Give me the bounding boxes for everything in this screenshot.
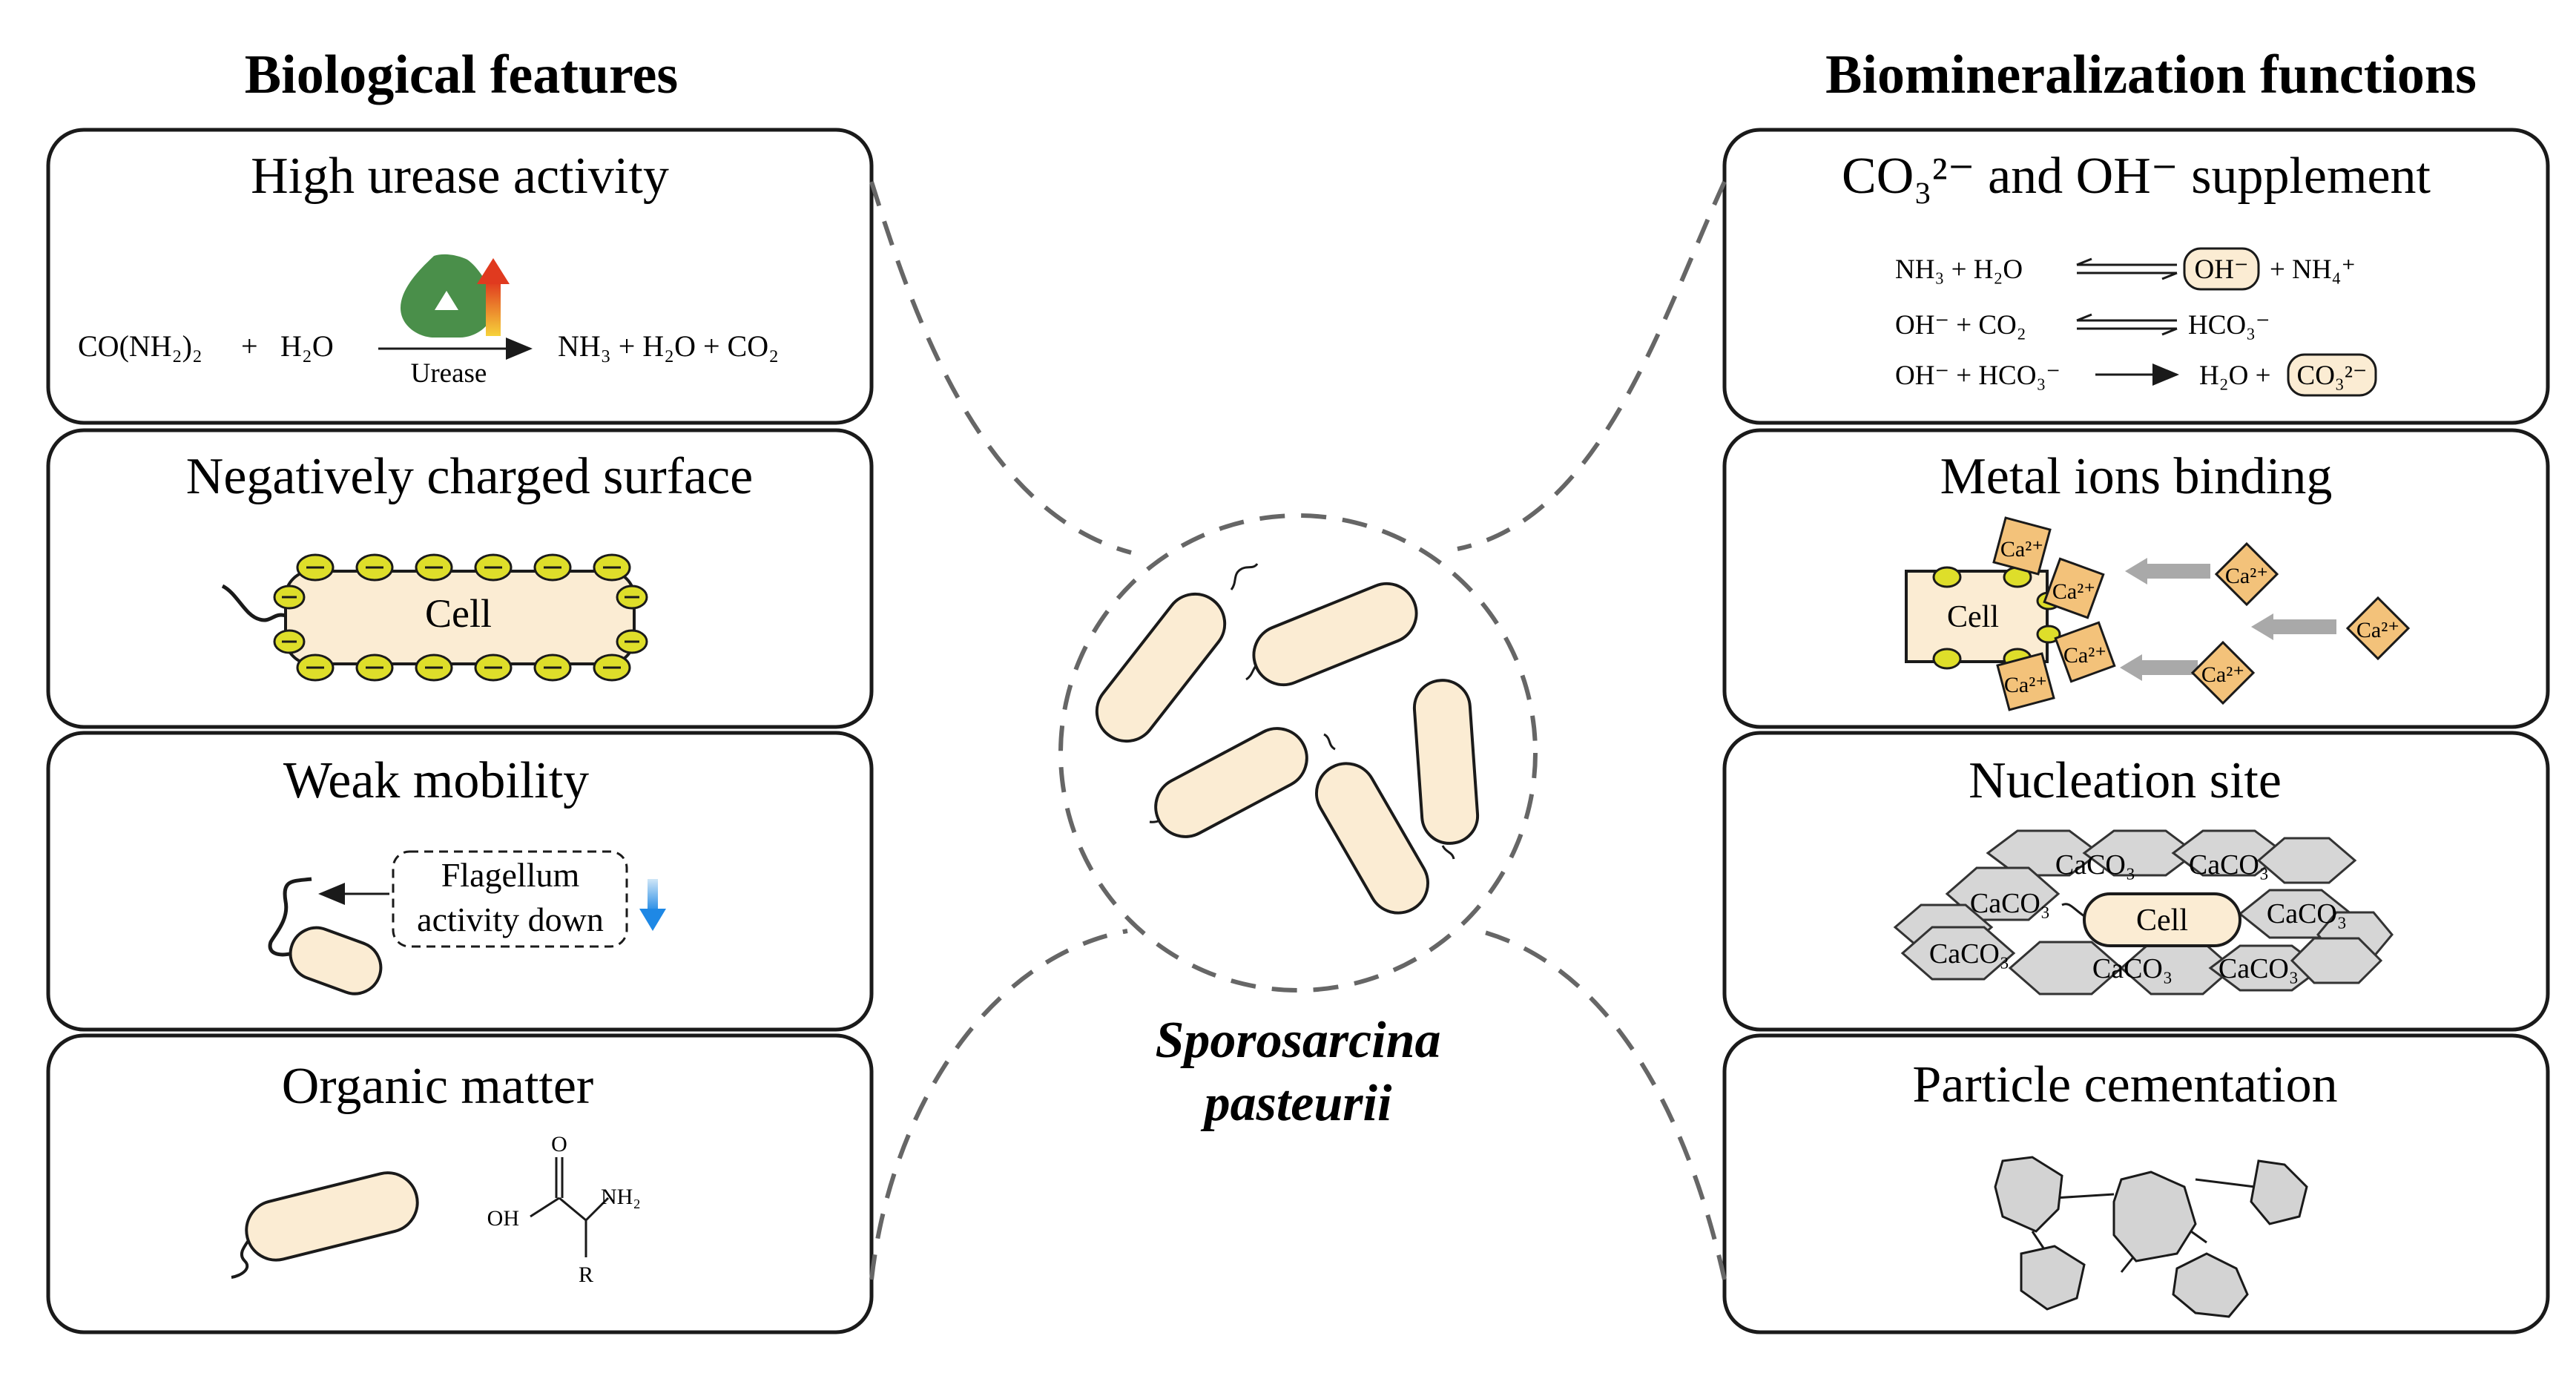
surface-title: Negatively charged surface	[186, 448, 753, 505]
binding-arrows	[2120, 558, 2336, 681]
urease-enzyme-icon	[401, 254, 493, 338]
mobility-box-line1: Flagellum	[441, 856, 580, 894]
urease-enzyme-label: Urease	[411, 358, 487, 389]
connector-bottom-right	[1479, 929, 1727, 1280]
svg-text:Ca²⁺: Ca²⁺	[2052, 579, 2095, 604]
binding-title: Metal ions binding	[1940, 448, 2333, 505]
svg-text:CaCO₃: CaCO₃	[1929, 938, 2009, 970]
connector-top-left	[869, 181, 1132, 555]
svg-text:CaCO₃: CaCO₃	[2218, 953, 2299, 984]
cementation-title: Particle cementation	[1912, 1056, 2337, 1113]
atom-nh2: NH₂	[601, 1185, 641, 1209]
urease-title: High urease activity	[251, 148, 669, 205]
equilibrium-arrow-1	[2076, 257, 2178, 280]
up-arrow-icon	[477, 258, 510, 336]
urease-plus: +	[241, 329, 258, 363]
supplement-r2-left: OH⁻ + CO₂	[1895, 310, 2026, 340]
svg-text:Ca²⁺: Ca²⁺	[2201, 662, 2244, 687]
connector-top-right	[1457, 180, 1727, 551]
supplement-title: CO₃²⁻ and OH⁻ supplement	[1842, 148, 2431, 205]
right-header: Biomineralization functions	[1825, 45, 2477, 105]
svg-text:CaCO₃: CaCO₃	[1970, 888, 2050, 919]
left-header: Biological features	[245, 45, 678, 105]
free-calcium-ions: Ca²⁺ Ca²⁺ Ca²⁺	[2190, 541, 2411, 705]
urease-reactant1: CO(NH₂)₂	[78, 329, 202, 363]
supplement-r1-oh: OH⁻	[2195, 254, 2249, 285]
caco3-labels: CaCO₃ CaCO₃ CaCO₃ CaCO₃ CaCO₃ CaCO₃ CaCO…	[1929, 849, 2347, 984]
atom-o: O	[551, 1132, 567, 1156]
cell-body	[284, 570, 636, 665]
organic-title: Organic matter	[282, 1058, 593, 1115]
svg-text:Ca²⁺: Ca²⁺	[2356, 618, 2399, 642]
mobility-title: Weak mobility	[283, 752, 589, 809]
supplement-r3-left: OH⁻ + HCO₃⁻	[1895, 361, 2061, 391]
flagellum-box	[392, 850, 628, 948]
flagellum-icon	[221, 584, 286, 622]
urease-reactant2: H₂O	[280, 329, 334, 363]
panel-organic-matter	[46, 1033, 874, 1334]
nucleation-title: Nucleation site	[1969, 752, 2282, 809]
svg-text:CaCO₃: CaCO₃	[2092, 953, 2173, 984]
svg-text:CaCO₃: CaCO₃	[2189, 849, 2269, 880]
nucleation-cell-label: Cell	[2136, 903, 2188, 938]
bound-calcium-ions: Ca²⁺ Ca²⁺ Ca²⁺ Ca²⁺	[1992, 516, 2116, 711]
charged-cell: Cell	[221, 570, 636, 665]
center-bacteria	[1095, 563, 1480, 915]
svg-text:Ca²⁺: Ca²⁺	[2225, 564, 2268, 588]
equilibrium-arrow-2	[2076, 313, 2178, 336]
supplement-oh-highlight	[2183, 247, 2260, 291]
svg-text:CaCO₃: CaCO₃	[2055, 849, 2135, 880]
supplement-r3-co3: CO₃²⁻	[2297, 361, 2368, 391]
mobility-bacterium	[268, 877, 383, 995]
supplement-r2-right: HCO₃⁻	[2188, 310, 2270, 340]
supplement-r1-left: NH₃ + H₂O	[1895, 254, 2023, 285]
connector-bottom-left	[869, 929, 1128, 1280]
atom-oh: OH	[487, 1206, 519, 1231]
cemented-particles	[1994, 1156, 2308, 1318]
species-line1: Sporosarcina	[1155, 1012, 1440, 1069]
binding-cell-label: Cell	[1947, 600, 1999, 634]
supplement-co3-highlight	[2287, 353, 2377, 397]
species-line2: pasteurii	[1201, 1075, 1392, 1132]
svg-text:Ca²⁺: Ca²⁺	[2000, 537, 2043, 562]
svg-text:Ca²⁺: Ca²⁺	[2004, 673, 2047, 697]
negative-charges	[273, 553, 648, 682]
down-arrow-icon	[639, 879, 666, 931]
urease-products: NH₃ + H₂O + CO₂	[558, 329, 779, 363]
surface-cell-label: Cell	[425, 591, 492, 636]
mobility-box-line2: activity down	[417, 901, 604, 938]
organic-bacterium	[231, 1171, 419, 1279]
center-cluster-ring	[1058, 513, 1538, 993]
amino-acid-structure: O NH₂ OH R	[487, 1132, 641, 1287]
supplement-r3-mid: H₂O +	[2199, 361, 2270, 391]
supplement-r1-right: + NH₄⁺	[2270, 254, 2356, 285]
svg-text:CaCO₃: CaCO₃	[2267, 898, 2347, 929]
atom-r: R	[579, 1263, 593, 1287]
panel-supplement	[1722, 128, 2550, 425]
svg-text:Ca²⁺: Ca²⁺	[2063, 643, 2106, 668]
nucleation-cell: Cell	[2061, 892, 2241, 947]
